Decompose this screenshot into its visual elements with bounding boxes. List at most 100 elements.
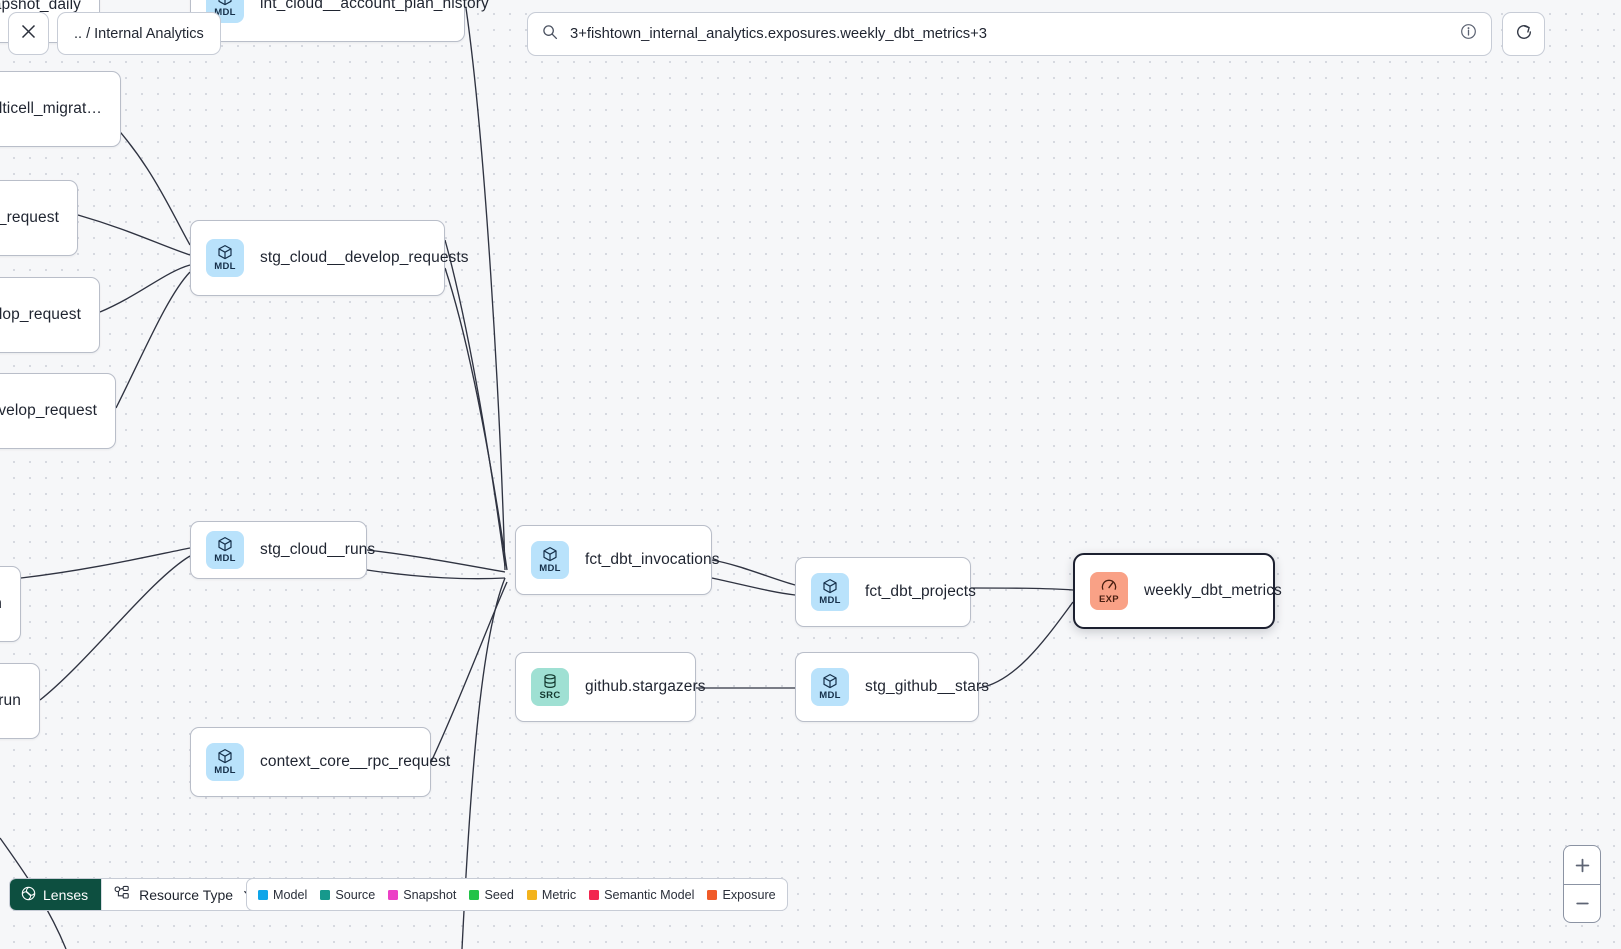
node-type-badge-mdl: MDL [206, 531, 244, 569]
lenses-button[interactable]: Lenses [10, 879, 102, 910]
legend-swatch [526, 889, 537, 900]
node-label: context_core__rpc_request [260, 753, 451, 770]
legend-item[interactable]: Exposure [707, 887, 776, 902]
graph-node-fct_dbt_projects[interactable]: MDL fct_dbt_projects [795, 557, 976, 627]
legend-item[interactable]: Semantic Model [589, 888, 694, 902]
refresh-button[interactable] [1502, 12, 1545, 56]
node-label: stg_cloud__runs [260, 541, 376, 558]
cube-icon [822, 578, 838, 594]
lineage-edge [444, 267, 508, 571]
close-icon [20, 23, 37, 45]
node-label: int_cloud__account_plan_history [260, 0, 489, 12]
lenses-label: Lenses [43, 886, 89, 903]
node-label: _develop_request [0, 402, 97, 419]
graph-node-stg_cloud__develop_requests[interactable]: MDL stg_cloud__develop_requests [190, 220, 469, 296]
lineage-edge [366, 549, 506, 573]
node-type-text: MDL [214, 765, 236, 777]
graph-node-develop_request_2[interactable]: velop_request [0, 277, 100, 353]
node-label: n [0, 595, 2, 613]
legend-item[interactable]: Metric [526, 887, 577, 902]
graph-node-left_partial_run[interactable]: _run [0, 663, 40, 739]
breadcrumb[interactable]: .. / Internal Analytics [57, 12, 221, 55]
legend-label: Exposure [722, 887, 776, 902]
legend-swatch [469, 889, 480, 900]
lineage-edge [77, 214, 191, 256]
search-bar[interactable]: 3+fishtown_internal_analytics.exposures.… [527, 12, 1492, 56]
node-label: fct_dbt_invocations [585, 551, 720, 568]
node-type-badge-exp: EXP [1090, 572, 1128, 610]
legend-label: Seed [484, 887, 514, 902]
legend-swatch [589, 889, 600, 900]
lineage-edge [20, 547, 191, 579]
resource-type-legend: Model Source Snapshot Seed Metric Semantic Mo… [246, 878, 788, 911]
zoom-out-button[interactable] [1564, 884, 1600, 922]
lineage-edge [115, 271, 191, 409]
lineage-edge [444, 239, 506, 567]
search-icon [542, 24, 558, 45]
legend-item[interactable]: Source [320, 888, 375, 902]
graph-node-multicell_migrate[interactable]: multicell_migrat… [0, 71, 121, 147]
legend-label: Source [335, 887, 376, 902]
cube-icon [217, 244, 233, 260]
node-type-badge-mdl: MDL [206, 239, 244, 277]
cube-icon [217, 536, 233, 552]
node-type-badge-mdl: MDL [811, 573, 849, 611]
graph-node-stg_cloud__runs[interactable]: MDL stg_cloud__runs [190, 521, 375, 579]
lineage-edge [430, 581, 508, 763]
lens-icon [21, 886, 36, 904]
legend-swatch [707, 889, 718, 900]
breadcrumb-label: .. / Internal Analytics [74, 25, 204, 42]
graph-node-develop_request_1[interactable]: p_request [0, 180, 78, 256]
node-type-text: MDL [214, 553, 236, 565]
node-type-text: MDL [819, 690, 841, 702]
legend-item[interactable]: Model [258, 888, 307, 902]
node-type-badge-src: SRC [531, 668, 569, 706]
info-icon[interactable] [1460, 23, 1477, 45]
legend-label: Metric [541, 887, 577, 902]
gauge-icon [1101, 578, 1117, 593]
legend-item[interactable]: Snapshot [388, 888, 456, 902]
graph-node-fct_dbt_invocations[interactable]: MDL fct_dbt_invocations [515, 525, 720, 595]
node-label: multicell_migrat… [0, 100, 102, 117]
graph-node-context_core__rpc_request[interactable]: MDL context_core__rpc_request [190, 727, 450, 797]
cube-icon [217, 748, 233, 764]
node-label: p_request [0, 209, 59, 226]
node-label: velop_request [0, 306, 81, 323]
legend-item[interactable]: Seed [469, 887, 514, 902]
zoom-controls [1563, 845, 1601, 923]
node-type-text: MDL [539, 563, 561, 575]
node-label: stg_github__stars [865, 678, 990, 695]
cube-icon [542, 546, 558, 562]
resource-type-label: Resource Type [139, 886, 234, 903]
node-label: stg_cloud__develop_requests [260, 249, 469, 266]
cube-icon [217, 0, 233, 6]
close-button[interactable] [8, 12, 49, 55]
cube-icon [822, 673, 838, 689]
search-input[interactable]: 3+fishtown_internal_analytics.exposures.… [570, 26, 988, 42]
node-type-text: EXP [1099, 593, 1119, 605]
graph-node-left_partial_n[interactable]: n [0, 566, 21, 642]
legend-label: Model [273, 887, 308, 902]
graph-node-develop_request_3[interactable]: _develop_request [0, 373, 116, 449]
resource-type-dropdown[interactable]: Resource Type [101, 879, 268, 910]
node-graph-icon [114, 885, 130, 904]
legend-swatch [320, 889, 331, 900]
lineage-edge [366, 569, 506, 580]
legend-label: Snapshot [403, 887, 457, 902]
refresh-icon [1514, 22, 1534, 47]
lineage-edge [99, 264, 191, 313]
node-label: _run [0, 692, 21, 709]
lens-toolbar: Lenses Resource Type [9, 878, 269, 911]
legend-label: Semantic Model [604, 887, 695, 902]
node-label: fct_dbt_projects [865, 583, 977, 600]
node-type-text: MDL [214, 261, 236, 273]
zoom-in-button[interactable] [1564, 846, 1600, 884]
node-type-badge-mdl: MDL [206, 743, 244, 781]
legend-swatch [388, 889, 399, 900]
graph-node-stg_github__stars[interactable]: MDL stg_github__stars [795, 652, 989, 722]
